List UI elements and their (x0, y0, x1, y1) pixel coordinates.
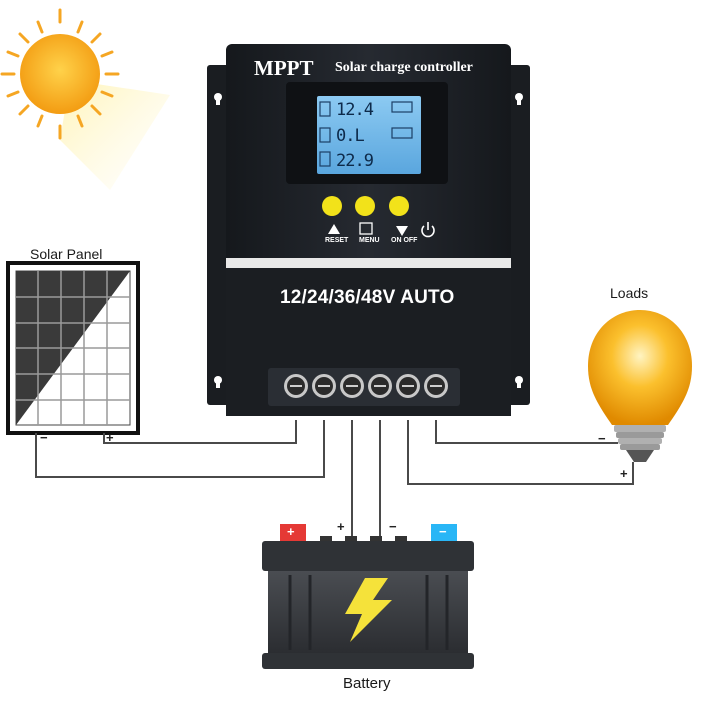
menu-button (355, 196, 375, 216)
power-icon (421, 222, 435, 238)
battery-plus-mark: + (337, 519, 345, 534)
battery-negative-terminal (431, 524, 457, 542)
onoff-button (389, 196, 409, 216)
lcd-screen (317, 96, 421, 174)
battery-icon (262, 524, 474, 669)
menu-icon (359, 222, 373, 235)
battery-terminal-minus: − (439, 524, 447, 539)
brand-label: MPPT (254, 56, 314, 80)
sun-icon (0, 8, 170, 190)
battery-label: Battery (343, 675, 391, 692)
solar-panel-icon (6, 261, 140, 435)
load-minus-mark: − (598, 431, 606, 446)
controller-title: Solar charge controller (335, 60, 473, 75)
panel-minus-mark: − (40, 430, 48, 445)
light-bulb-icon (588, 310, 692, 462)
solar-panel-label: Solar Panel (30, 246, 103, 262)
battery-terminal-plus: + (287, 524, 295, 539)
charge-controller (207, 44, 530, 416)
lcd-value-2: 0.L (336, 126, 365, 146)
load-plus-mark: + (620, 466, 628, 481)
onoff-label: ON OFF (391, 237, 418, 244)
reset-label: RESET (325, 237, 349, 244)
loads-label: Loads (610, 285, 649, 301)
terminal-block (284, 374, 448, 398)
reset-arrow-icon (328, 224, 340, 234)
voltage-label: 12/24/36/48V AUTO (280, 287, 455, 308)
wiring (35, 420, 634, 541)
battery-positive-terminal (280, 524, 306, 542)
reset-button (322, 196, 342, 216)
down-arrow-icon (396, 226, 408, 236)
battery-minus-mark: − (389, 519, 397, 534)
panel-plus-mark: + (106, 430, 114, 445)
lightning-bolt-icon (345, 578, 392, 642)
menu-label: MENU (359, 237, 380, 244)
lcd-value-1: 12.4 (336, 100, 374, 120)
lcd-value-3: 22.9 (336, 151, 374, 171)
